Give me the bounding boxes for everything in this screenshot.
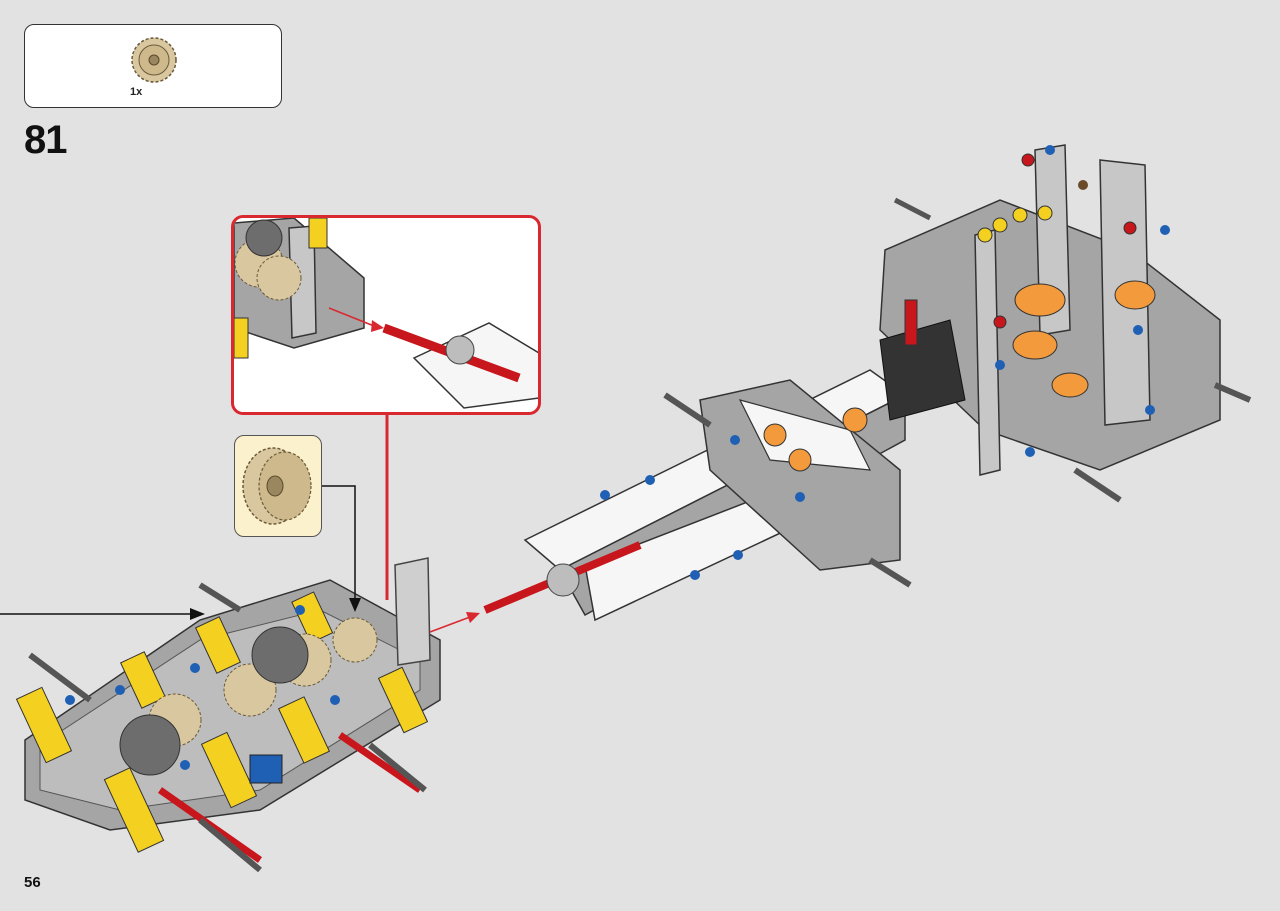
step-number: 81 [24,118,67,162]
parts-list-box: 1x [24,24,282,108]
page-number: 56 [24,874,41,891]
left-chassis-assembly [15,557,441,873]
detail-callout [231,215,541,415]
sub-assembly-box [234,435,322,537]
axle-insertion-detail-icon [234,218,538,409]
right-gearbox-assembly [483,144,1252,622]
tan-gear-icon [131,37,177,83]
part-quantity: 1x [130,86,143,98]
tan-gear-icon [242,447,312,525]
